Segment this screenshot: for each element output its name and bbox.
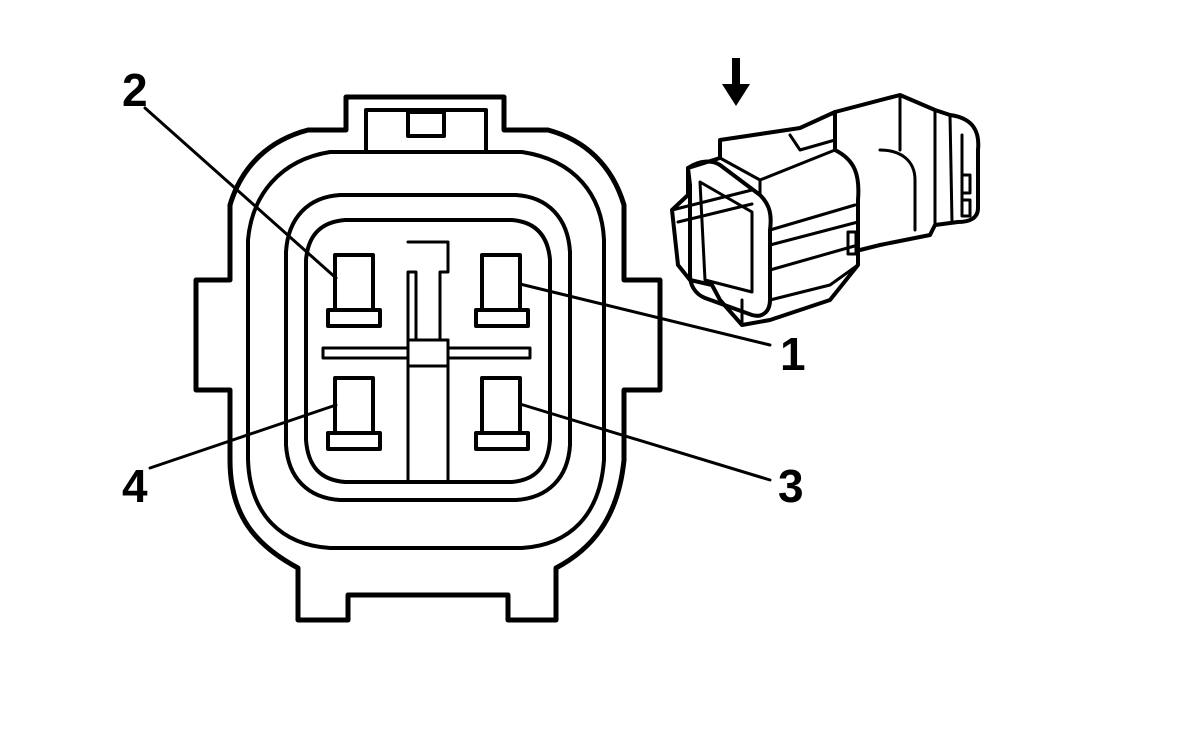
connector-face-view xyxy=(193,94,663,623)
leader-line-3 xyxy=(518,402,772,482)
rear-boot-detail xyxy=(878,93,964,232)
leader-line-2 xyxy=(143,106,338,280)
connector-isometric-view xyxy=(670,93,981,327)
leader-line-1 xyxy=(518,282,772,347)
terminal-pin-2 xyxy=(326,253,382,328)
front-face-inner xyxy=(698,180,754,294)
callout-label-4: 4 xyxy=(122,460,148,512)
terminal-pin-1 xyxy=(474,253,530,328)
latch-window xyxy=(364,108,488,154)
center-key-divider xyxy=(406,240,450,482)
leader-lines xyxy=(143,106,772,482)
arrow-down-icon xyxy=(722,58,750,106)
callout-label-3: 3 xyxy=(778,460,804,512)
boot-slot-1 xyxy=(960,173,972,195)
connector-body xyxy=(670,110,861,327)
terminal-pin-3 xyxy=(474,376,530,451)
housing-inner-contour xyxy=(246,150,606,550)
latch-tab xyxy=(406,110,446,138)
mating-face-inner xyxy=(304,218,552,484)
horizontal-divider xyxy=(321,346,532,360)
center-key-block xyxy=(406,338,450,368)
rear-boot xyxy=(833,93,981,252)
leader-line-4 xyxy=(148,403,338,470)
latch-rail xyxy=(670,188,860,272)
callout-label-1: 1 xyxy=(780,328,806,380)
callout-label-2: 2 xyxy=(122,64,148,116)
connector-outer-housing xyxy=(193,94,663,623)
mating-face-outer xyxy=(284,193,572,502)
terminal-pin-4 xyxy=(326,376,382,451)
side-slot xyxy=(846,230,858,256)
boot-slot-2 xyxy=(960,198,972,218)
body-bottom-edge xyxy=(740,263,860,327)
body-top-ridge xyxy=(718,133,837,197)
